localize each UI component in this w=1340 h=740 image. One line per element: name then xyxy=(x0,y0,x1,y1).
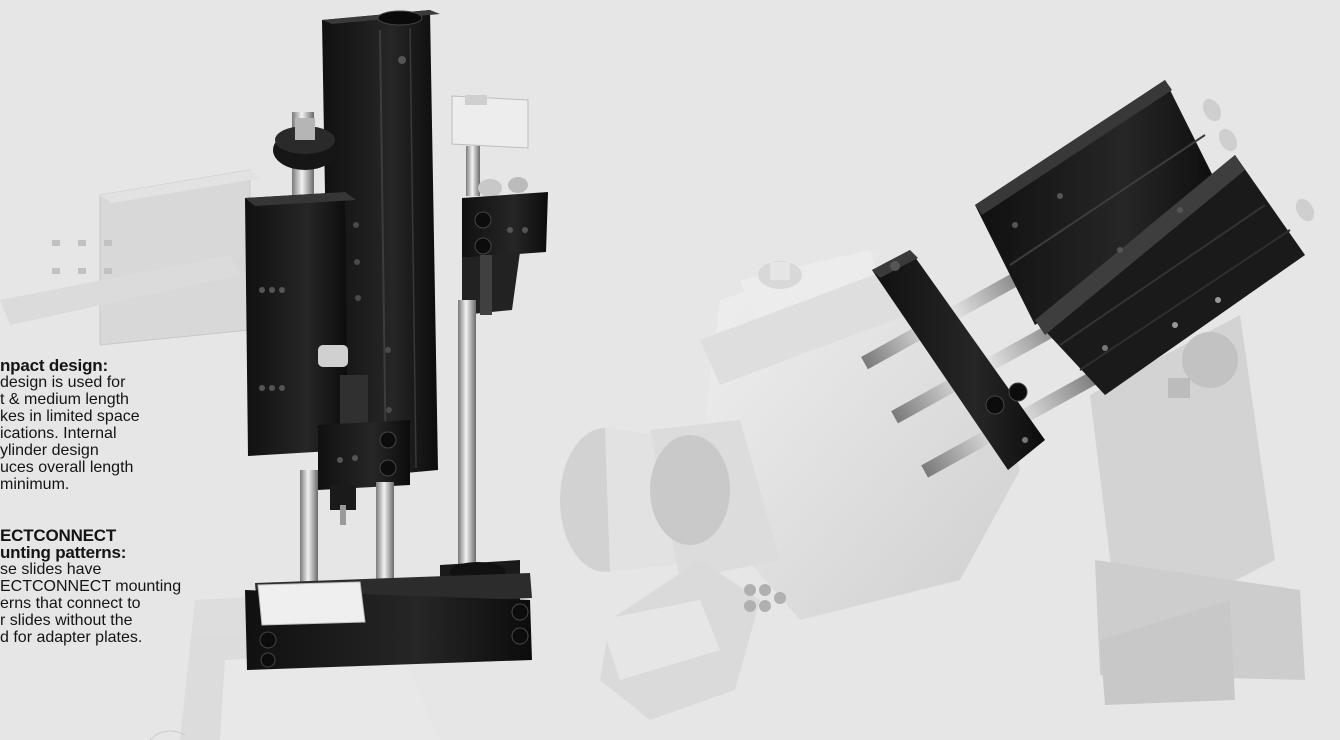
callout-heading: npact design: xyxy=(0,356,108,375)
right-ghost-machinery xyxy=(560,250,1305,720)
angled-slide-assembly xyxy=(861,80,1315,478)
callout-body: se slides have ECTCONNECT mounting erns … xyxy=(0,561,182,646)
callout-body: design is used for t & medium length kes… xyxy=(0,374,140,493)
vertical-slide-assembly xyxy=(245,10,548,670)
mounting-patterns-callout: ECTCONNECT unting patterns: se slides ha… xyxy=(0,527,215,646)
callout-heading: ECTCONNECT unting patterns: xyxy=(0,526,127,562)
compact-design-callout: npact design: design is used for t & med… xyxy=(0,357,215,493)
